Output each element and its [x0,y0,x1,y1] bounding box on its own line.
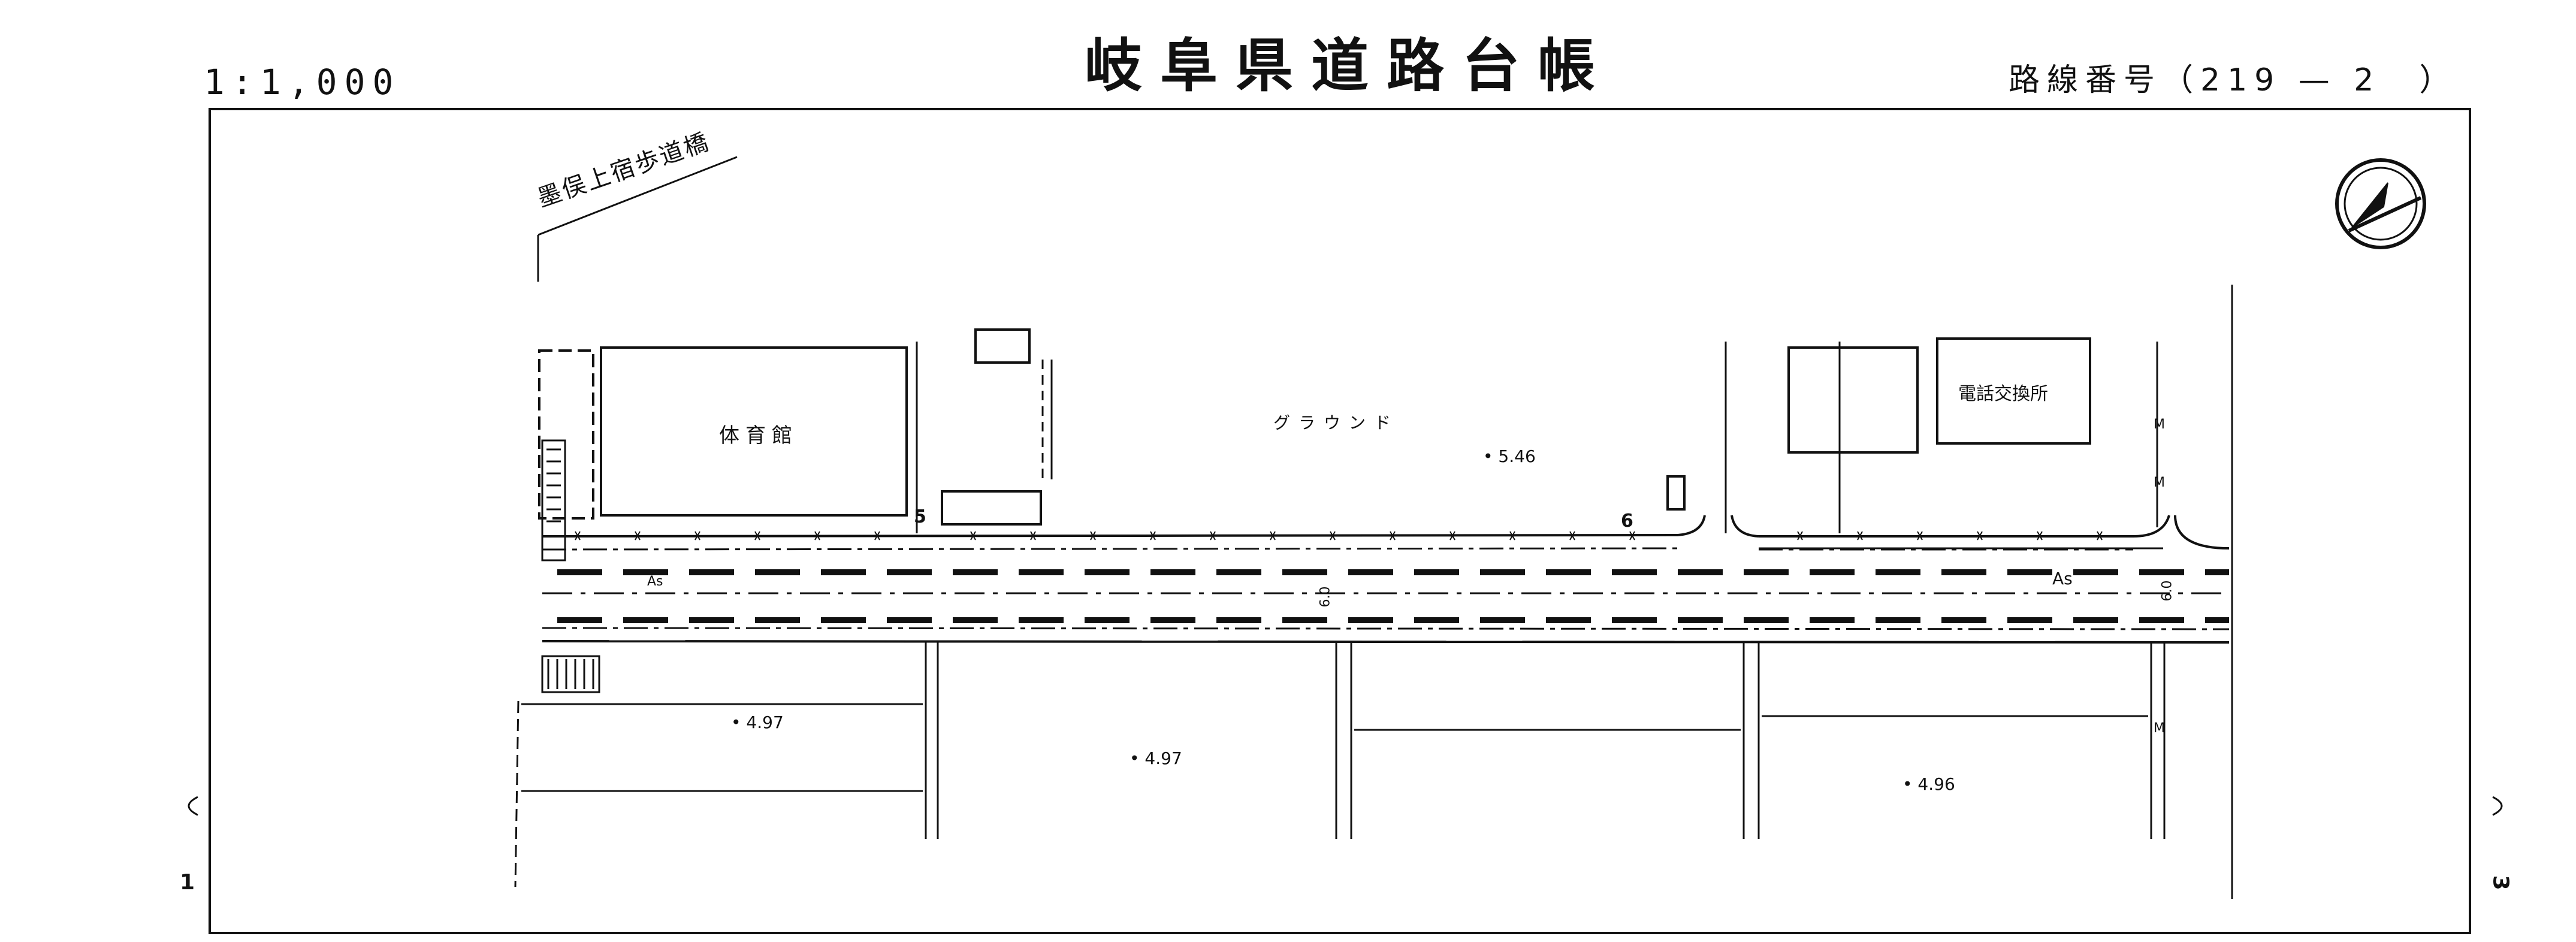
m-marker-1: M [2154,417,2165,432]
dashed-structure [538,349,594,520]
elevation-lower-right: • 4.96 [1902,774,1955,794]
width-label-right: 6.0 [2160,580,2175,602]
page-title: 岐阜県道路台帳 [1085,32,1613,99]
elevation-ground-value: 5.46 [1498,446,1536,466]
m-marker-3: M [2154,721,2165,736]
surface-label-right: As [2052,569,2073,588]
road-outline [542,515,2230,644]
width-label-left: 6.0 [1318,586,1333,608]
small-building-top [974,328,1031,364]
map-frame [209,108,2471,934]
m-marker-2: M [2154,475,2165,490]
elevation-lower-middle: • 4.97 [1130,748,1182,768]
buildings [538,328,2091,526]
footbridge-stairs [541,439,600,693]
side-brackets [188,796,2503,816]
station-5: 5 [914,506,926,527]
parcel-lines [514,285,2233,899]
small-shed [1666,475,1686,511]
small-building-bottom [941,490,1042,526]
elevation-lower-middle-value: 4.97 [1144,748,1182,768]
telephone-exchange-building [1936,337,2091,445]
elevation-lower-right-value: 4.96 [1917,774,1955,794]
telephone-exchange-label: 電話交換所 [1958,384,2048,404]
surface-label-left: As [647,574,663,589]
elevation-ground: • 5.46 [1483,446,1536,466]
route-number: 路線番号（219 — 2 ） [2009,62,2458,98]
elevation-lower-left: • 4.97 [731,712,784,732]
station-6: 6 [1621,511,1633,532]
building-left-of-exchange [1787,346,1919,454]
side-mark-left: 1 [180,870,195,895]
bridge-leader [537,156,738,282]
north-arrow-icon [2335,158,2426,249]
ground-label: グラウンド [1273,413,1400,433]
map-scale: 1:1,000 [204,62,401,102]
gymnasium-label: 体育館 [719,424,798,448]
elevation-lower-left-value: 4.97 [746,712,784,732]
fence-marks [575,531,2103,541]
side-mark-right: 3 [2488,875,2513,890]
gymnasium-building [600,346,908,517]
